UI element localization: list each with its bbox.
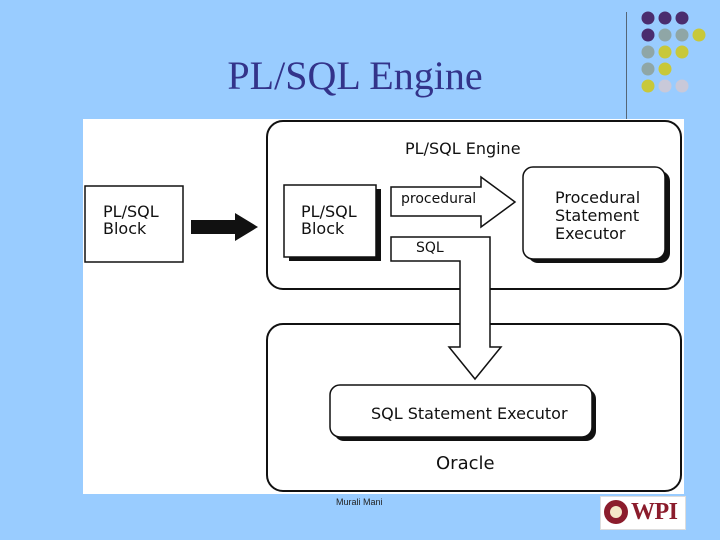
oracle-label: Oracle: [436, 453, 495, 474]
sql-arrow: [390, 236, 503, 381]
diagram-panel: PL/SQL Engine PL/SQL Block PL/SQL Block …: [83, 119, 684, 494]
decor-dot: [641, 11, 655, 25]
outer-plsql-block-box: [84, 185, 184, 263]
decor-divider-line: [626, 12, 627, 120]
wpi-seal-icon: [604, 500, 628, 524]
decor-dot: [658, 11, 672, 25]
wpi-logo-text: WPI: [631, 499, 678, 525]
outer-plsql-block-label: PL/SQL Block: [103, 202, 159, 238]
decor-dot: [658, 28, 672, 42]
procedural-executor-label: Procedural Statement Executor: [555, 188, 641, 243]
decor-dot: [692, 28, 706, 42]
procedural-executor-box: [522, 166, 666, 260]
sql-executor-label: SQL Statement Executor: [371, 404, 568, 423]
procedural-arrow: [390, 175, 517, 229]
procedural-arrow-label: procedural: [401, 191, 477, 207]
sql-executor-box: [329, 384, 593, 438]
slide-title: PL/SQL Engine: [227, 53, 483, 98]
wpi-logo: WPI: [600, 496, 686, 530]
decor-dot: [641, 28, 655, 42]
inner-plsql-block-box: [283, 184, 377, 258]
decor-dot: [675, 28, 689, 42]
input-arrow: [191, 213, 258, 241]
decor-dot: [675, 11, 689, 25]
engine-label: PL/SQL Engine: [405, 139, 521, 158]
sql-arrow-label: SQL: [416, 240, 444, 256]
footer-author: Murali Mani: [336, 497, 383, 507]
inner-plsql-block-label: PL/SQL Block: [301, 202, 357, 238]
